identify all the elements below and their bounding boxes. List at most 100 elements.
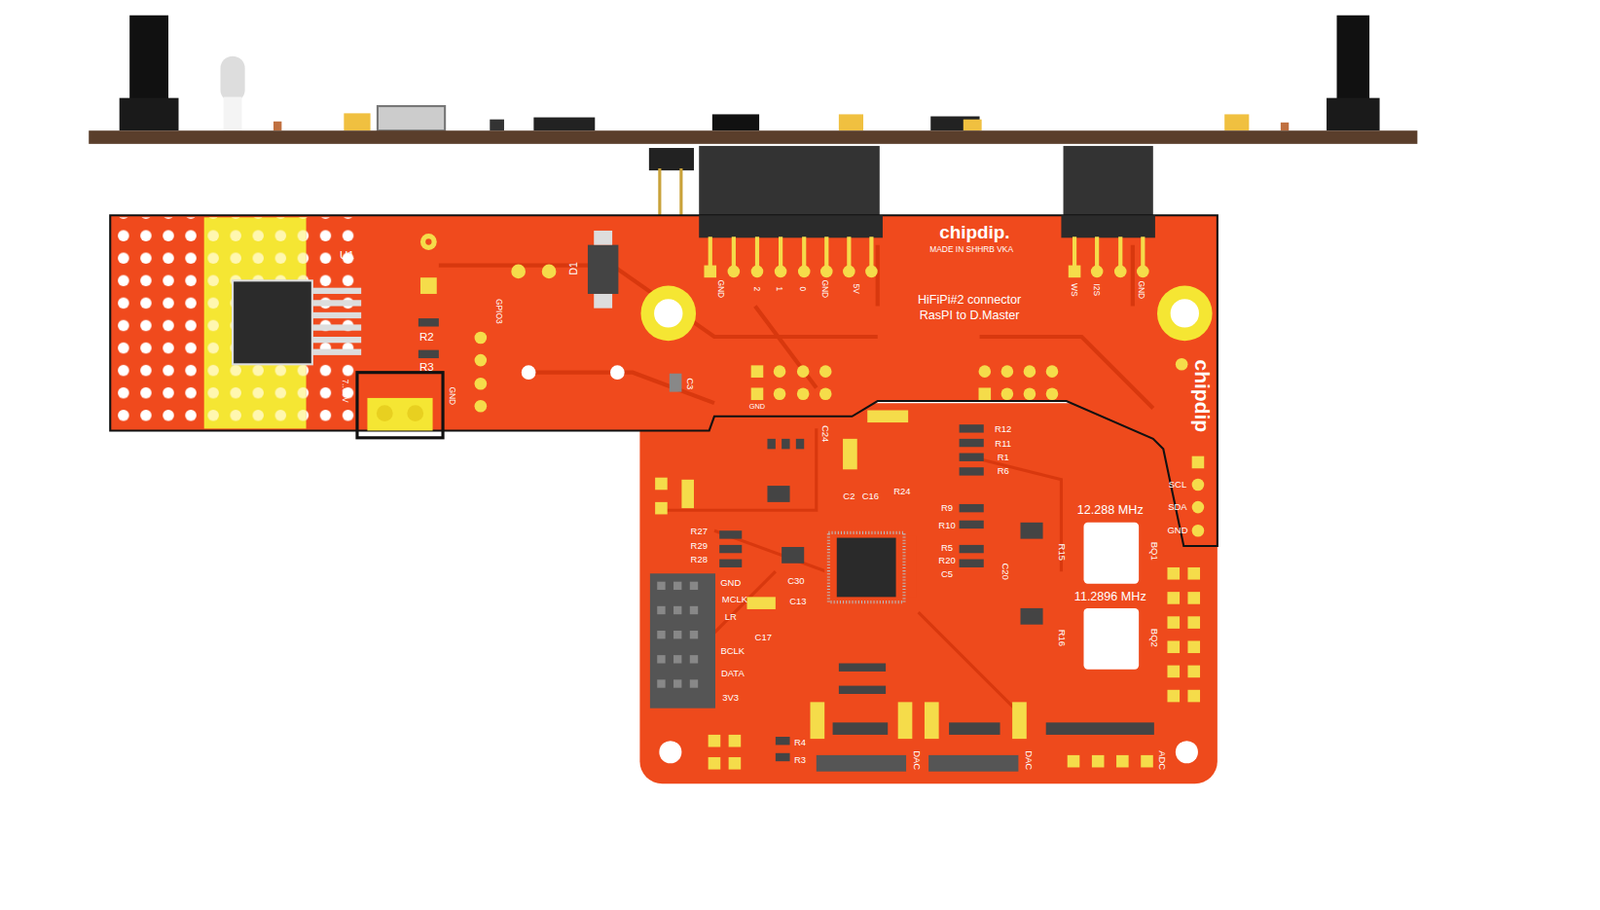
board-part (656, 679, 665, 688)
silkscreen-label: R1 (997, 453, 1010, 463)
board-part (474, 400, 488, 413)
board-part (948, 722, 1000, 735)
board-part (1224, 113, 1249, 131)
board-part (1280, 122, 1289, 131)
board-part (1091, 755, 1105, 768)
board-part (869, 236, 873, 267)
board-part (959, 545, 984, 553)
silkscreen-label: U1 (339, 249, 355, 261)
board-part (232, 280, 313, 364)
board-part (1046, 722, 1155, 735)
board-part (1023, 364, 1037, 378)
board-part (219, 56, 245, 103)
board-part (703, 265, 717, 279)
board-part (654, 502, 668, 515)
silkscreen-label: C16 (862, 492, 879, 502)
silkscreen-label: C17 (755, 633, 772, 643)
silkscreen-label: 2 (752, 286, 761, 291)
board-part (673, 581, 682, 590)
board-part (865, 265, 878, 279)
board-part (1023, 387, 1037, 400)
silkscreen-label: R20 (938, 556, 955, 566)
board-part (833, 722, 889, 735)
silkscreen-label: WS (1069, 283, 1078, 297)
board-part (119, 98, 180, 132)
board-part (751, 387, 764, 400)
silkscreen-label: GPIO3 (493, 298, 502, 325)
board-part (376, 404, 394, 422)
board-part (766, 438, 775, 449)
silkscreen-label: R29 (690, 541, 708, 550)
board-part (1094, 236, 1099, 267)
board-part (673, 679, 682, 688)
board-part (673, 606, 682, 615)
board-part (418, 318, 439, 327)
board-part (801, 236, 806, 267)
board-part (1187, 640, 1200, 654)
board-part (796, 438, 804, 449)
silkscreen-label: HiFiPi#2 connector (917, 293, 1021, 307)
board-part (1192, 478, 1205, 492)
silkscreen-label: R24 (893, 487, 910, 497)
board-part (708, 757, 722, 770)
silkscreen-label: chipdip. (939, 223, 1010, 243)
silkscreen-label: C3 (685, 377, 694, 390)
board-part (669, 373, 683, 393)
silkscreen-label: R2 (419, 330, 435, 343)
board-part (438, 245, 1154, 409)
raspberry-board (88, 15, 1418, 220)
board-part (819, 387, 833, 400)
board-part (690, 581, 698, 590)
board-part (774, 265, 788, 279)
silkscreen-label: SCL (1168, 479, 1187, 489)
silkscreen-label: R15 (1056, 544, 1066, 561)
board-part (775, 736, 791, 745)
board-part (1063, 145, 1154, 218)
board-part (1060, 215, 1155, 238)
board-part (703, 236, 1204, 537)
board-part (1090, 265, 1104, 279)
board-part (731, 236, 736, 267)
board-part (312, 299, 362, 306)
board-part (357, 372, 443, 438)
silkscreen-label: C13 (789, 597, 806, 607)
board-part (979, 364, 992, 378)
board-part (766, 485, 790, 503)
board-part (1187, 690, 1200, 703)
silkscreen-label: 7..60V (340, 378, 349, 402)
silkscreen-label: D1 (569, 261, 580, 275)
board-part (719, 559, 742, 568)
silkscreen-label: GND (720, 579, 741, 588)
board-part (747, 596, 776, 610)
board-part (1187, 591, 1200, 605)
board-part (681, 479, 694, 509)
board-part (810, 701, 826, 739)
board-part (1166, 640, 1180, 654)
board-part (510, 264, 526, 280)
board-part (820, 265, 834, 279)
board-part (521, 364, 537, 380)
board-part (650, 573, 716, 708)
board-part (838, 113, 864, 131)
silkscreen-label: GND (1136, 280, 1145, 299)
board-part (673, 630, 682, 639)
silkscreen-label: 1 (774, 286, 783, 291)
board-part (867, 409, 909, 423)
board-part (109, 215, 1218, 546)
board-part (656, 654, 665, 663)
board-part (1068, 265, 1082, 279)
silkscreen-label: ADC (1156, 750, 1165, 770)
silkscreen-label: R6 (997, 467, 1010, 476)
board-part (773, 387, 787, 400)
silkscreen-label: R3 (419, 362, 435, 374)
board-part (781, 438, 790, 449)
board-part (838, 663, 886, 672)
silkscreen-label: R10 (938, 520, 955, 530)
board-part (654, 409, 1200, 769)
board-part (1166, 616, 1180, 629)
silkscreen-label: chipdip (1192, 360, 1213, 434)
board-part (1001, 387, 1015, 400)
board-part (533, 117, 595, 132)
